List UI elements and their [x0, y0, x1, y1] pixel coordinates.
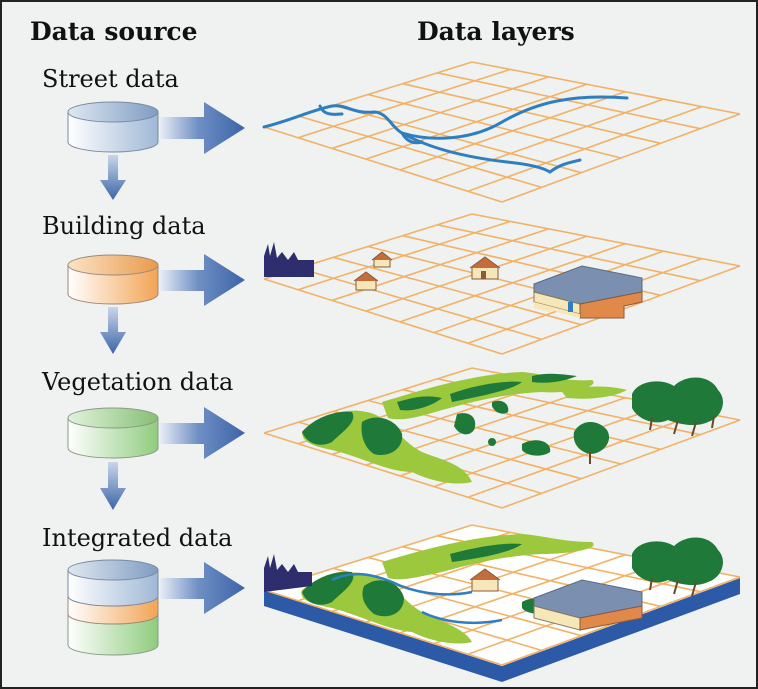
grid-line	[298, 267, 542, 341]
grid-line	[263, 278, 503, 355]
data-source-heading: Data source	[30, 17, 198, 46]
grid-line	[331, 76, 549, 150]
down-arrow-3	[100, 462, 126, 510]
grid-line	[402, 82, 661, 145]
grid-line	[297, 220, 511, 291]
grid-line	[501, 419, 741, 509]
grid-line	[437, 72, 701, 130]
vegetation-database-icon	[67, 407, 159, 459]
tree-cluster-icon	[632, 377, 723, 437]
street-database-icon	[67, 101, 159, 153]
grid-line	[399, 242, 626, 323]
grid-line	[333, 256, 582, 326]
grid-line	[365, 83, 588, 160]
grid-line	[333, 104, 582, 174]
grid-line	[263, 367, 473, 434]
street-roads	[262, 95, 629, 174]
house-icon	[353, 271, 379, 291]
grid-line	[437, 224, 701, 282]
vegetation-areas	[302, 372, 627, 484]
vegetation-data-label: Vegetation data	[42, 368, 234, 396]
grid-line	[471, 213, 741, 267]
data-layers-heading: Data layers	[417, 17, 575, 46]
arrow-right-icon-vegetation	[160, 407, 245, 459]
street-data-label: Street data	[42, 65, 179, 93]
grid-line	[433, 98, 664, 182]
street-layer-grid	[263, 61, 741, 203]
down-arrow-2	[100, 307, 126, 354]
house-icon	[371, 251, 393, 268]
grid-line	[263, 126, 503, 203]
grid-line	[467, 105, 702, 193]
large-building-icon	[533, 265, 643, 319]
grid-line	[501, 113, 741, 203]
building-data-label: Building data	[42, 212, 206, 240]
factory-icon	[264, 554, 312, 592]
arrow-right-icon-integrated	[160, 562, 245, 614]
grid-line	[298, 115, 542, 189]
grid-line	[399, 90, 626, 171]
large-building-icon	[533, 579, 643, 631]
integrated-data-label: Integrated data	[42, 524, 233, 552]
grid-line	[297, 68, 511, 139]
integrated-roads	[331, 572, 503, 625]
building-database-icon	[67, 254, 159, 305]
house-icon	[469, 568, 501, 592]
grid-line	[467, 411, 702, 499]
grid-line	[263, 589, 503, 666]
grid-line	[471, 61, 741, 115]
grid-line	[263, 432, 503, 509]
down-arrow-1	[100, 155, 126, 200]
factory-icon	[264, 242, 314, 277]
arrow-right-icon-street	[160, 102, 245, 154]
arrow-right-icon-building	[160, 254, 245, 306]
integrated-database-icon	[67, 559, 159, 656]
integrated-base-plate	[264, 524, 740, 682]
house-icon	[469, 256, 501, 280]
building-layer-grid	[263, 213, 741, 355]
